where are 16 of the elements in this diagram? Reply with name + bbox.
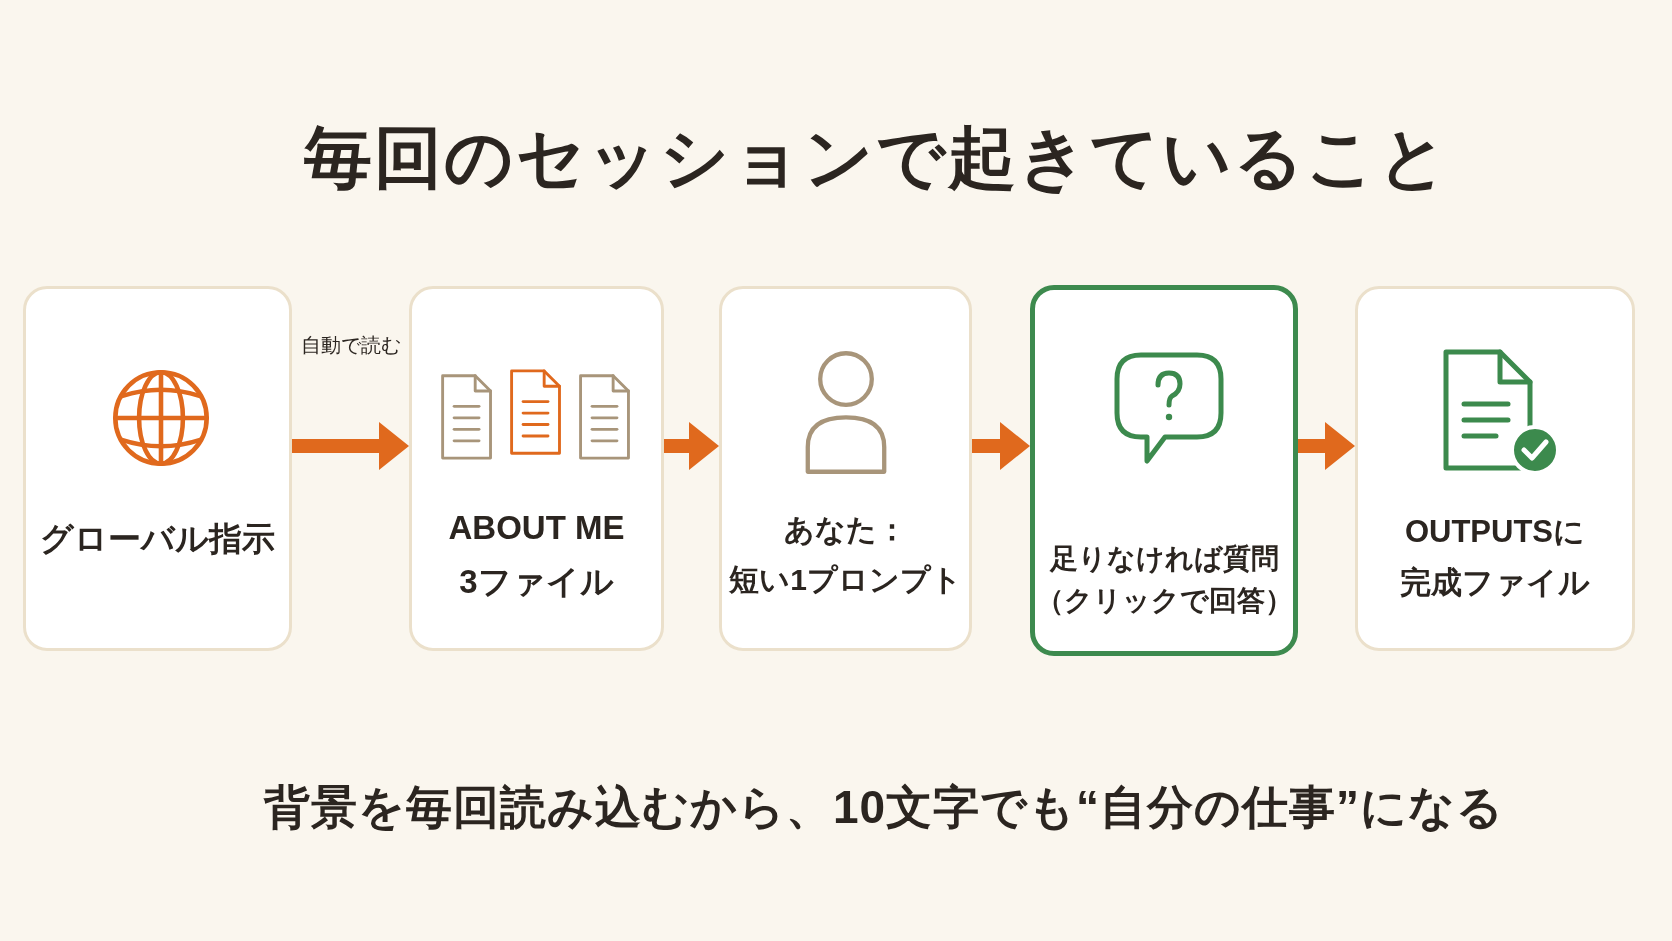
- step-label: ABOUT ME 3ファイル: [447, 507, 626, 602]
- arrow: [292, 422, 409, 470]
- caption-text: 背景を毎回読み込むから、10文字でも“自分の仕事”になる: [263, 780, 1505, 836]
- step-card: [409, 286, 664, 651]
- step-card: [719, 286, 972, 651]
- arrow: [664, 422, 719, 470]
- step-label: OUTPUTSに完成ファイル: [1399, 512, 1591, 602]
- step-label: あなた：短い1プロンプト: [728, 511, 963, 597]
- step-card: [23, 286, 292, 651]
- arrow: [1298, 422, 1355, 470]
- step-label: 足りなければ質問（クリックで回答）: [1036, 542, 1292, 618]
- step-label: グローバル指示: [40, 518, 275, 559]
- step-card: [1355, 286, 1635, 651]
- arrow: [972, 422, 1030, 470]
- step-card: [1030, 285, 1298, 656]
- diagram-title: 毎回のセッションで起きていること: [304, 118, 1450, 198]
